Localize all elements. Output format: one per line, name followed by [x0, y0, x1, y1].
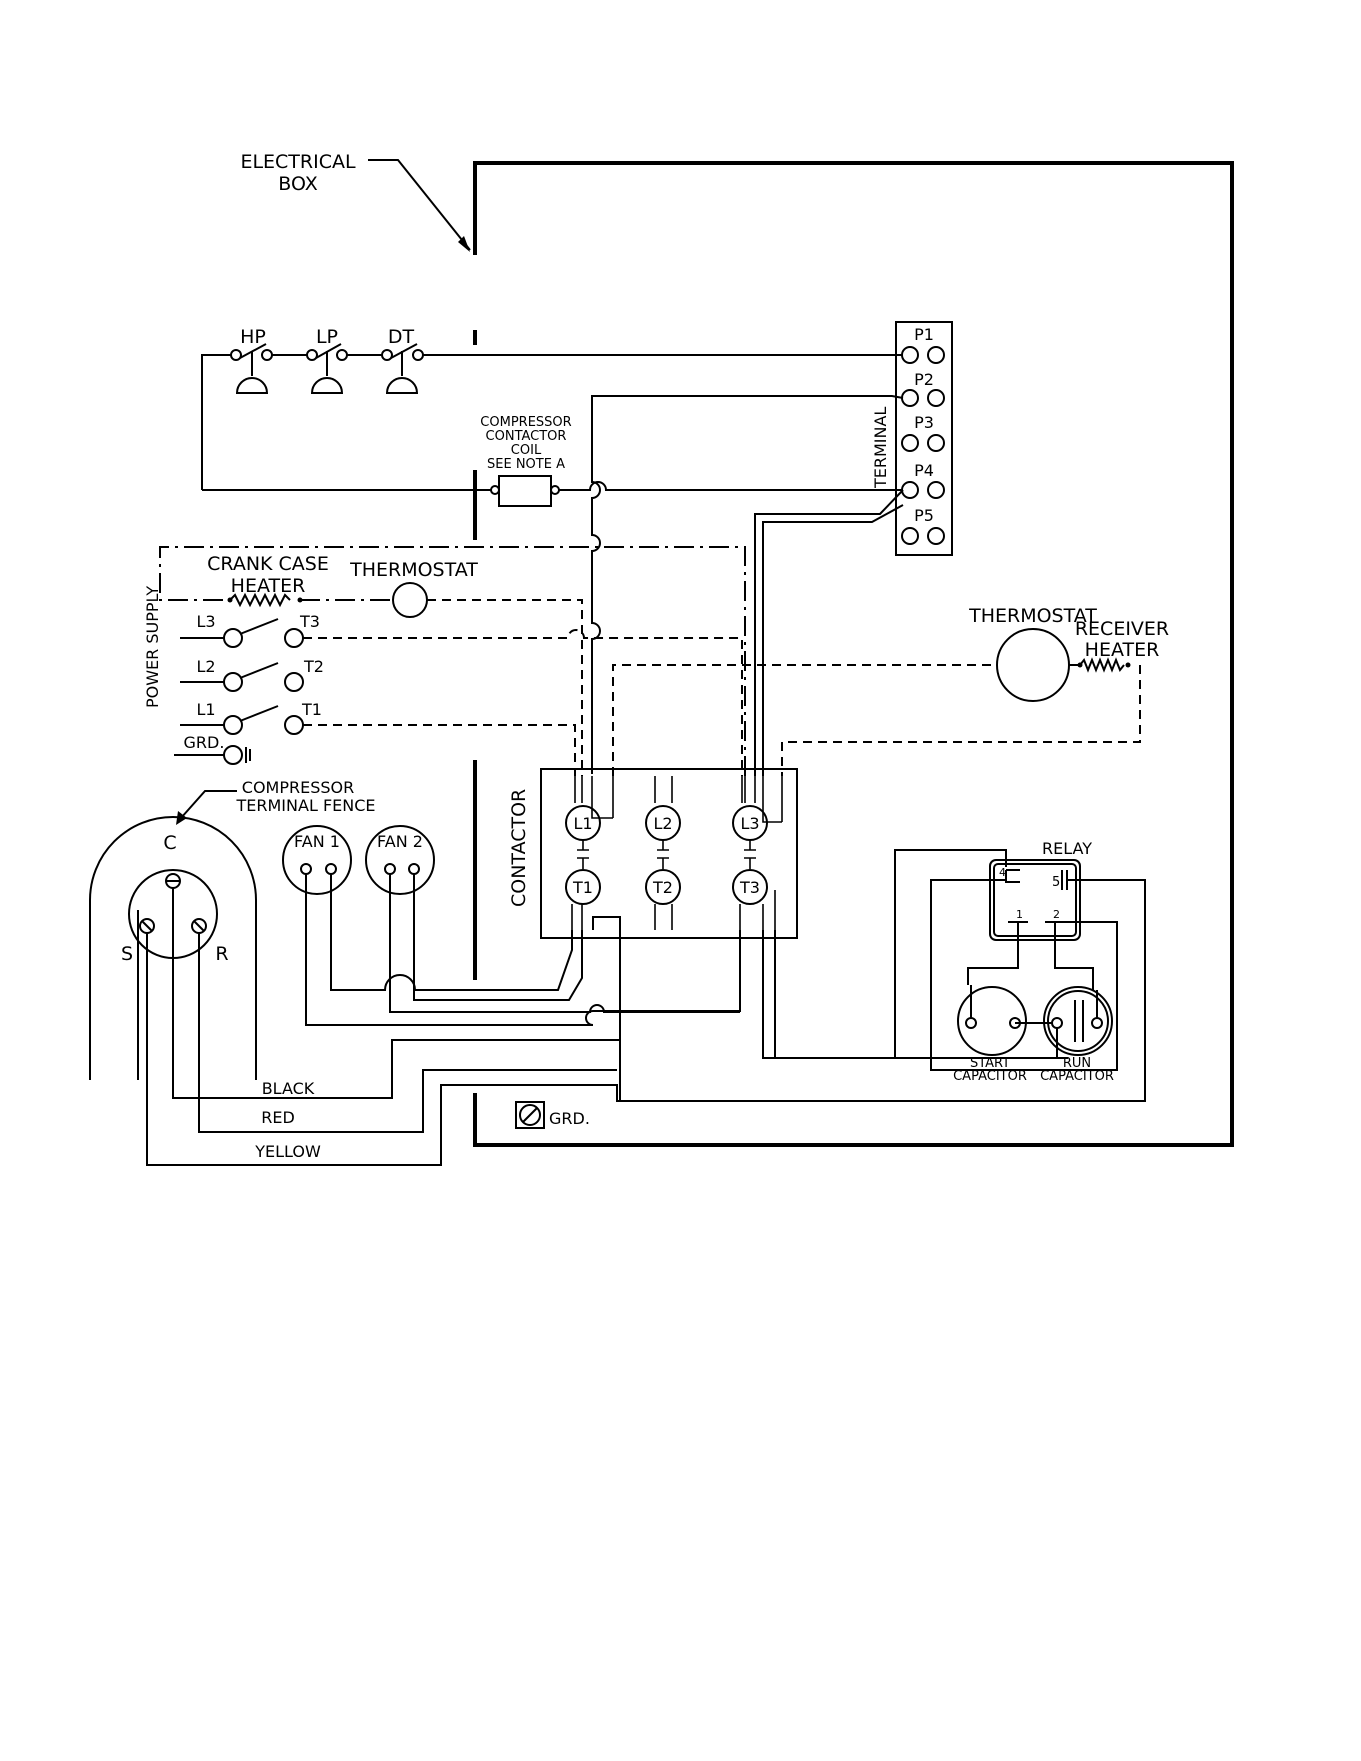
wire-fan2-a — [389, 874, 740, 1013]
wire-relay-4 — [894, 849, 1007, 1058]
svg-text:FAN 1: FAN 1 — [294, 832, 340, 851]
terminal-block: P1 P2 P3 P4 P5 TERMINAL — [871, 321, 953, 556]
wire-t3-to-relay — [762, 930, 1068, 1059]
svg-text:T3: T3 — [299, 612, 320, 631]
wire-relay-2 — [930, 879, 1118, 1071]
receiver-heater: THERMOSTAT RECEIVER HEATER — [612, 605, 1169, 776]
svg-text:L2: L2 — [196, 657, 215, 676]
crank-case-heater: CRANK CASE HEATER THERMOSTAT — [159, 546, 746, 776]
svg-text:CAPACITOR: CAPACITOR — [1040, 1069, 1114, 1084]
wire-p5 — [762, 504, 904, 776]
wire-t1-to-relay — [592, 916, 621, 1102]
svg-text:TERMINAL FENCE: TERMINAL FENCE — [236, 796, 376, 815]
svg-text:HEATER: HEATER — [1085, 639, 1160, 661]
power-supply: POWER SUPPLY L3 T3 L2 T2 L1 T1 GRD. — [143, 586, 743, 776]
l1-jumper — [591, 803, 613, 819]
wire-yellow — [146, 879, 1146, 1166]
wire-red — [198, 933, 617, 1133]
receiver-thermostat-label: THERMOSTAT — [968, 605, 1097, 627]
contactor-t3: T3 — [739, 878, 760, 897]
contactor-l2: L2 — [653, 814, 672, 833]
contactor-t2: T2 — [652, 878, 673, 897]
electrical-box — [473, 161, 1234, 1147]
svg-text:L3: L3 — [196, 612, 215, 631]
l3-jumper — [762, 803, 782, 823]
svg-text:T1: T1 — [301, 700, 322, 719]
wire-black — [172, 888, 621, 1099]
wire-yellow-label: YELLOW — [254, 1142, 321, 1161]
svg-text:T2: T2 — [303, 657, 324, 676]
svg-text:S: S — [121, 943, 133, 965]
lp-label: LP — [316, 326, 338, 348]
contactor: CONTACTOR L1 L2 L3 T1 T2 T3 — [508, 768, 798, 939]
svg-text:CONTACTOR: CONTACTOR — [508, 789, 530, 907]
wire-red-label: RED — [261, 1108, 295, 1127]
wire-p2 — [591, 395, 904, 774]
fan-2: FAN 2 — [365, 825, 435, 895]
p5-label: P5 — [914, 506, 934, 525]
electrical-box-label: ELECTRICAL BOX — [240, 151, 471, 252]
svg-text:C: C — [163, 832, 176, 854]
wire-fan1-a — [305, 874, 741, 1026]
svg-text:4: 4 — [999, 866, 1006, 879]
svg-text:5: 5 — [1052, 875, 1060, 890]
svg-text:POWER SUPPLY: POWER SUPPLY — [143, 586, 162, 708]
wire-fan2-b — [413, 874, 583, 1001]
crankcase-thermostat-label: THERMOSTAT — [349, 559, 478, 581]
p1-label: P1 — [914, 325, 934, 344]
start-capacitor: START CAPACITOR — [953, 985, 1053, 1084]
hp-label: HP — [240, 326, 266, 348]
svg-text:1: 1 — [1016, 908, 1023, 921]
svg-text:FAN 2: FAN 2 — [377, 832, 423, 851]
svg-text:2: 2 — [1053, 908, 1060, 921]
svg-text:COMPRESSOR: COMPRESSOR — [242, 778, 354, 797]
wire-p4 — [754, 489, 904, 776]
svg-text:RECEIVER: RECEIVER — [1075, 618, 1169, 640]
contactor-t1: T1 — [572, 878, 593, 897]
svg-text:START: START — [970, 1056, 1010, 1071]
wire-relay-1 — [967, 922, 1019, 985]
compressor-terminal-fence: COMPRESSOR TERMINAL FENCE — [89, 778, 376, 1080]
svg-text:CRANK CASE: CRANK CASE — [207, 553, 329, 575]
contactor-l1: L1 — [573, 814, 592, 833]
terminal-label: TERMINAL — [871, 407, 890, 489]
compressor-contactor-coil: COMPRESSOR CONTACTOR COIL SEE NOTE A — [202, 415, 903, 507]
svg-text:ELECTRICAL: ELECTRICAL — [240, 151, 356, 173]
contactor-l3: L3 — [740, 814, 759, 833]
svg-text:COMPRESSOR: COMPRESSOR — [480, 415, 571, 430]
svg-text:CAPACITOR: CAPACITOR — [953, 1069, 1027, 1084]
svg-text:RUN: RUN — [1063, 1056, 1091, 1071]
p2-label: P2 — [914, 370, 934, 389]
svg-text:SEE NOTE A: SEE NOTE A — [487, 457, 565, 472]
svg-text:RELAY: RELAY — [1042, 839, 1092, 858]
dt-label: DT — [388, 326, 415, 348]
svg-text:COIL: COIL — [511, 443, 542, 458]
svg-text:CONTACTOR: CONTACTOR — [486, 429, 567, 444]
wire-fan1-b — [330, 874, 573, 991]
svg-text:R: R — [215, 943, 228, 965]
svg-text:GRD.: GRD. — [184, 733, 225, 752]
box-ground: GRD. — [515, 1101, 590, 1129]
p4-label: P4 — [914, 461, 934, 480]
svg-text:GRD.: GRD. — [549, 1109, 590, 1128]
wire-black-label: BLACK — [262, 1079, 315, 1098]
fan-1: FAN 1 — [282, 825, 352, 895]
svg-text:BOX: BOX — [278, 173, 317, 195]
p3-label: P3 — [914, 413, 934, 432]
pressure-switches: HP LP DT — [201, 326, 903, 490]
wire-relay-2-cap — [1054, 922, 1094, 990]
svg-text:HEATER: HEATER — [231, 575, 306, 597]
svg-text:L1: L1 — [196, 700, 215, 719]
run-capacitor: RUN CAPACITOR — [1040, 986, 1114, 1084]
